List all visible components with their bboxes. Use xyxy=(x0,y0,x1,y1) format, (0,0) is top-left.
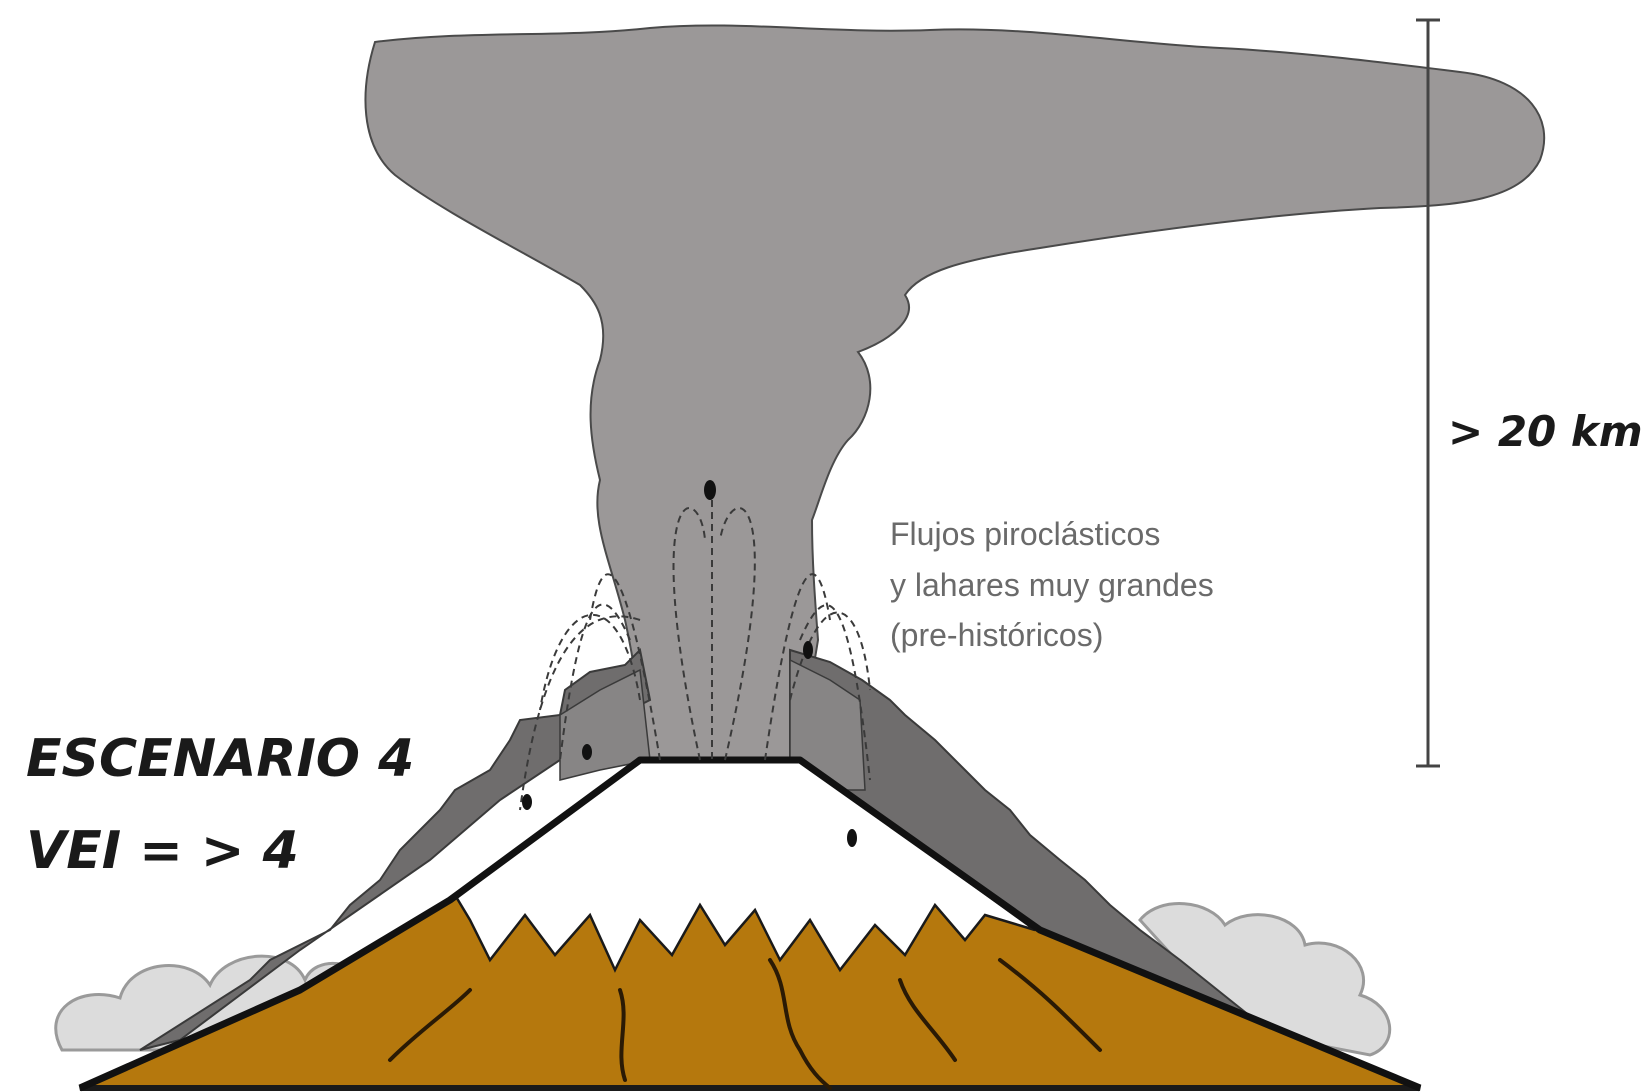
vei-label: VEI = > 4 xyxy=(26,821,299,881)
annotation-line-1: Flujos piroclásticos xyxy=(890,516,1160,552)
annotation-line-3: (pre-históricos) xyxy=(890,617,1103,653)
annotation-line-2: y lahares muy grandes xyxy=(890,567,1214,603)
height-label: > 20 km xyxy=(1448,407,1641,456)
scenario-label: ESCENARIO 4 xyxy=(26,729,414,789)
